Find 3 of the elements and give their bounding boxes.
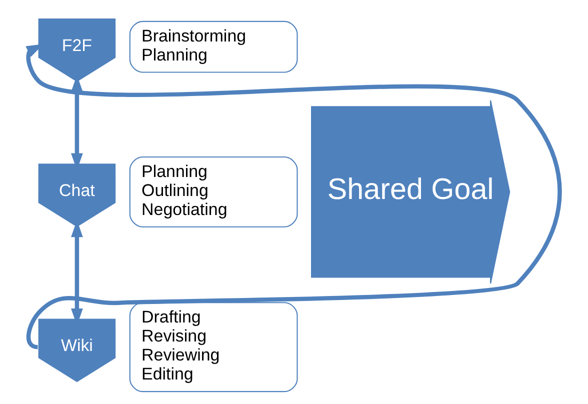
node-box: Drafting Revising Reviewing Editing (129, 302, 298, 392)
node-box: Brainstorming Planning (129, 20, 298, 73)
node-box: Planning Outlining Negotiating (129, 156, 298, 228)
